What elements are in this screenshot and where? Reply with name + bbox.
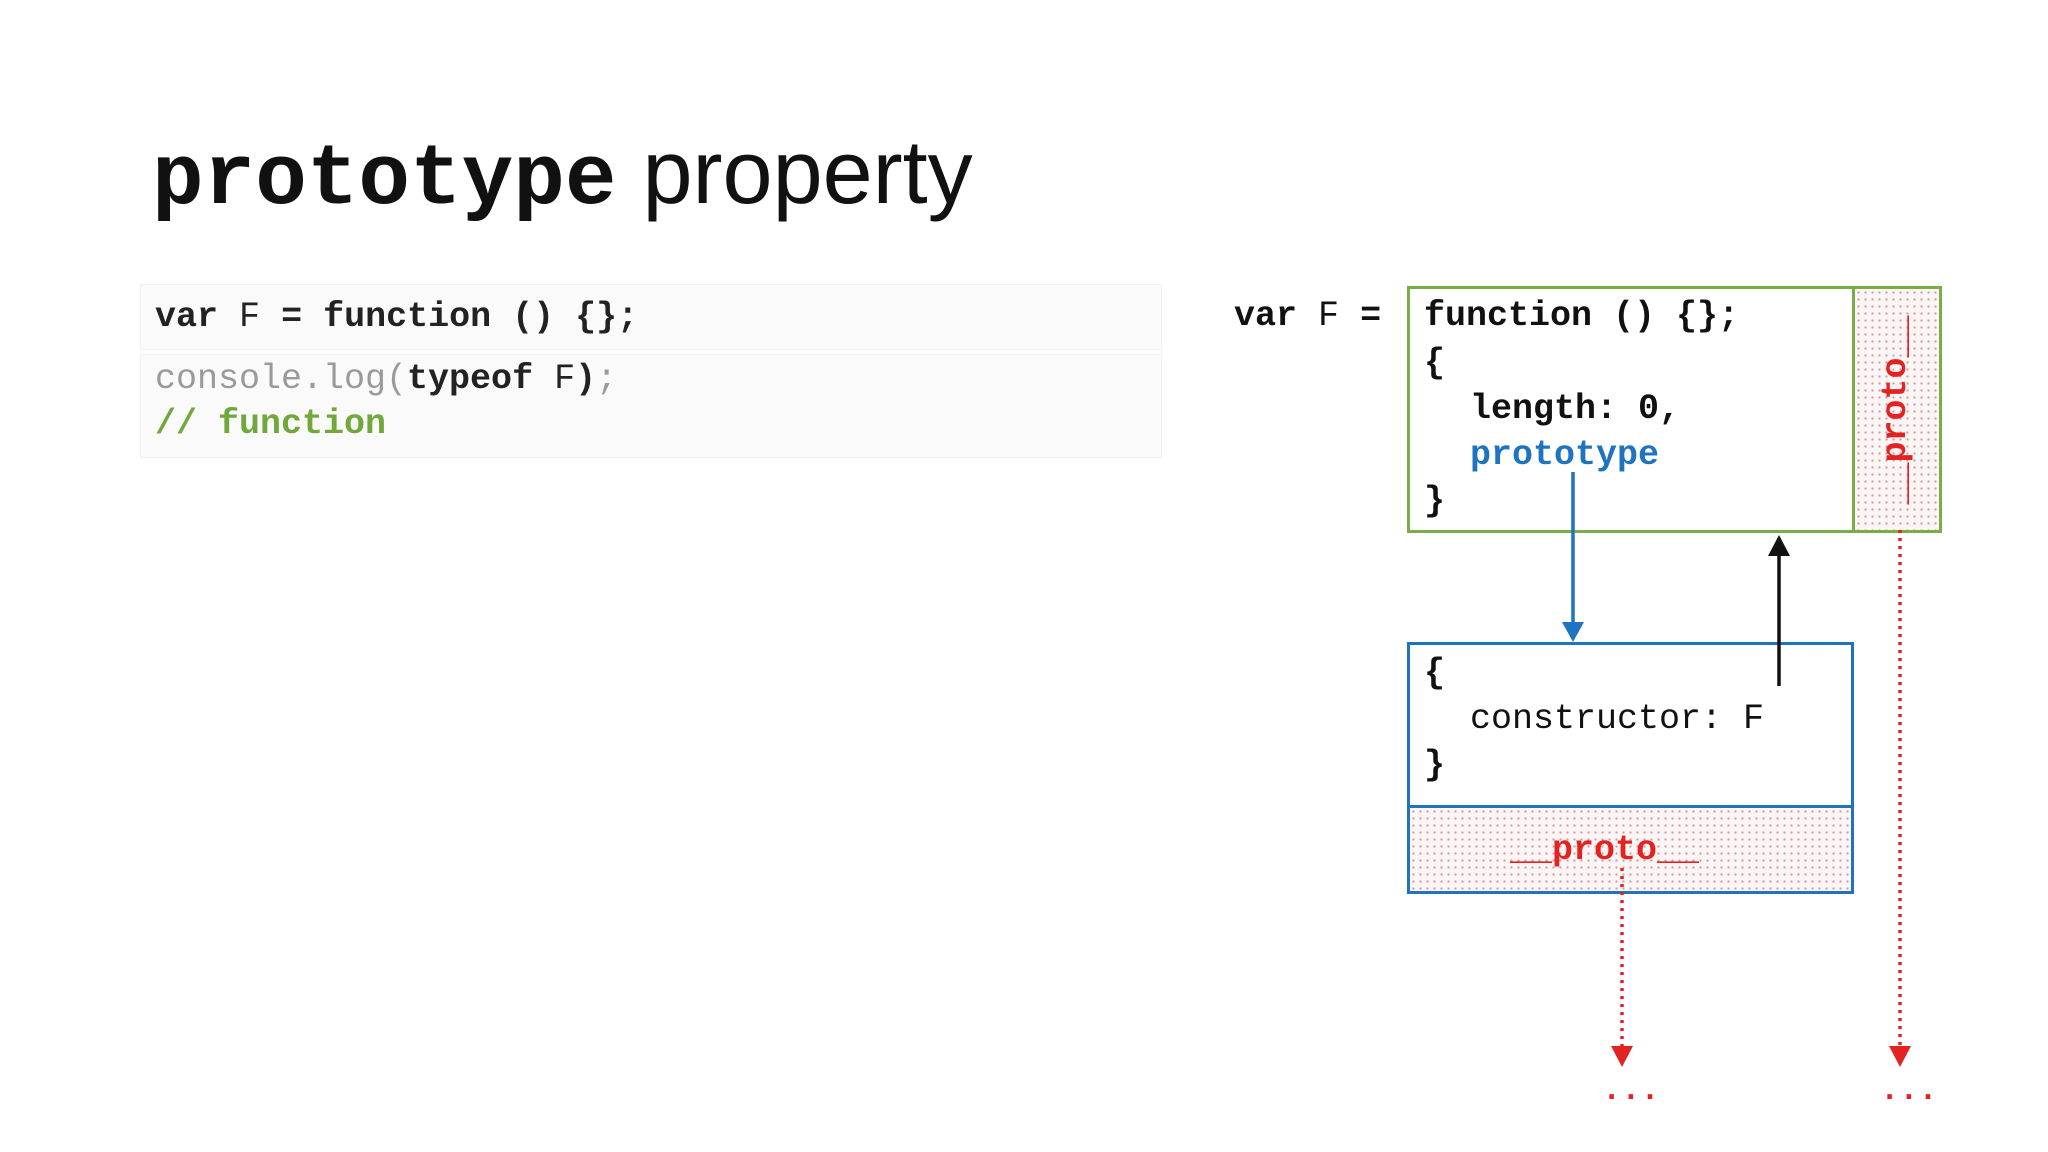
code-line-1: var F = function () {};: [155, 297, 638, 337]
ellipsis-right: ...: [1880, 1072, 1938, 1109]
code-block-line1: var F = function () {};: [140, 284, 1162, 350]
prototype-proto-chain-arrowhead: [1611, 1046, 1633, 1067]
code-kw-typeof: typeof: [407, 359, 534, 399]
code-kw-function: function: [323, 297, 492, 337]
diagram-eq: =: [1360, 296, 1382, 336]
diagram-declaration: var F =: [1234, 296, 1381, 336]
prototype-constructor: constructor: F: [1470, 699, 1765, 739]
function-header: function () {};: [1424, 296, 1740, 336]
function-prototype-prop: prototype: [1470, 435, 1660, 475]
constructor-link-arrowhead: [1768, 535, 1790, 556]
prototype-proto-cell: [1407, 805, 1854, 894]
prototype-proto-label: __proto__: [1510, 830, 1700, 870]
code-kw-var: var: [155, 297, 219, 337]
code-ident-f2: F: [554, 359, 576, 399]
prototype-close-brace: }: [1424, 745, 1446, 785]
code-line-2: console.log(typeof F);: [155, 359, 617, 399]
function-close-brace: }: [1424, 481, 1446, 521]
code-eq: =: [281, 297, 303, 337]
ellipsis-left: ...: [1602, 1072, 1660, 1109]
title-word: property: [642, 123, 973, 223]
code-console-log: console.log(: [155, 359, 408, 399]
title-code: prototype: [152, 131, 617, 229]
code-fn-body: () {};: [512, 297, 639, 337]
function-open-brace: {: [1424, 343, 1446, 383]
prototype-link-arrowhead: [1562, 622, 1584, 642]
prototype-open-brace: {: [1424, 653, 1446, 693]
diagram-kw-var: var: [1234, 296, 1298, 336]
code-comment: // function: [155, 404, 387, 444]
code-semicolon: ;: [596, 359, 618, 399]
code-ident-f: F: [239, 297, 261, 337]
diagram-ident-f: F: [1318, 296, 1340, 336]
function-proto-cell: [1852, 286, 1942, 533]
code-block-line2: console.log(typeof F); // function: [140, 354, 1162, 458]
function-length: length: 0,: [1470, 389, 1681, 429]
slide-title: prototype property: [152, 118, 973, 235]
function-proto-chain-arrowhead: [1889, 1046, 1911, 1067]
code-close-paren: ): [575, 359, 597, 399]
